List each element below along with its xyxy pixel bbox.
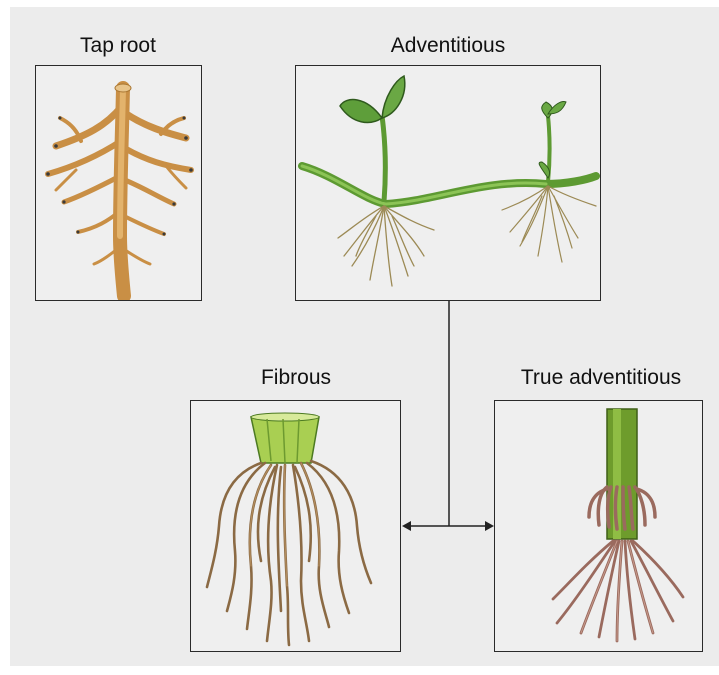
arrow-to-fibrous <box>402 521 411 531</box>
true-adventitious-box <box>494 400 703 652</box>
true-adventitious-illustration <box>495 401 703 652</box>
fibrous-illustration <box>191 401 401 652</box>
arrow-to-true-adventitious <box>485 521 494 531</box>
fibrous-box <box>190 400 401 652</box>
